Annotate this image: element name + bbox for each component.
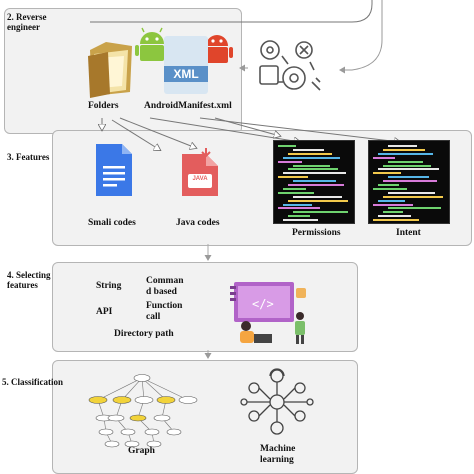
decompile-tools-icon xyxy=(259,40,321,91)
code-line xyxy=(293,148,324,151)
code-line xyxy=(278,176,308,179)
selecting-features-panel xyxy=(52,262,358,352)
code-line xyxy=(383,148,425,151)
code-line xyxy=(373,203,413,206)
code-line xyxy=(378,152,433,155)
developer-illustration: </> xyxy=(230,282,306,344)
manifest-label: AndroidManifest.xml xyxy=(144,101,232,111)
code-line xyxy=(388,176,429,179)
permissions-label: Permissions xyxy=(292,228,341,238)
code-line xyxy=(288,168,338,171)
code-line xyxy=(373,187,407,190)
stage-label-features: 3. Features xyxy=(7,152,50,162)
code-line xyxy=(293,211,348,214)
android-red-icon xyxy=(201,35,233,63)
code-line xyxy=(373,172,401,175)
code-line xyxy=(283,172,346,175)
code-line xyxy=(283,219,318,222)
function-call-label-line1: Function xyxy=(146,301,183,311)
code-line xyxy=(378,199,405,202)
code-line xyxy=(373,156,395,159)
code-line xyxy=(378,168,439,171)
command-based-label-line1: Comman xyxy=(146,276,184,286)
code-line xyxy=(278,191,314,194)
code-line xyxy=(383,180,437,183)
intent-code-screenshot xyxy=(368,140,450,224)
code-line xyxy=(283,187,306,190)
code-line xyxy=(288,199,348,202)
code-line xyxy=(288,184,344,186)
code-line xyxy=(388,207,441,210)
java-file-icon xyxy=(182,148,218,196)
machine-learning-icon xyxy=(240,368,314,435)
code-line xyxy=(278,207,320,210)
machine-learning-label-line2: learning xyxy=(260,455,294,465)
directory-path-label: Directory path xyxy=(114,329,174,339)
folders-label: Folders xyxy=(88,101,119,111)
machine-learning-label-line1: Machine xyxy=(260,444,296,454)
code-line xyxy=(383,164,431,167)
stage-label-selecting-features: 4. Selecting features xyxy=(7,270,51,290)
code-line xyxy=(388,160,423,163)
svg-text:</>: </> xyxy=(252,297,274,311)
smali-document-icon xyxy=(96,144,132,196)
code-line xyxy=(383,195,443,198)
intent-label: Intent xyxy=(396,228,421,238)
function-call-label-line2: call xyxy=(146,312,161,322)
android-green-icon xyxy=(135,27,169,61)
code-line xyxy=(293,164,330,167)
permissions-code-screenshot xyxy=(273,140,355,224)
api-feature-label: API xyxy=(96,307,113,317)
stage-label-reverse-engineer: 2. Reverse engineer xyxy=(7,12,47,32)
java-codes-label: Java codes xyxy=(176,218,220,228)
xml-badge: XML xyxy=(164,66,208,82)
graph-label: Graph xyxy=(128,446,155,456)
code-line xyxy=(378,184,399,186)
code-line xyxy=(278,160,302,163)
xml-file-icon: XML xyxy=(164,36,208,94)
code-line xyxy=(278,145,296,147)
stage-label-classification: 5. Classification xyxy=(2,377,64,387)
code-line xyxy=(373,219,419,222)
code-line xyxy=(388,145,417,147)
code-line xyxy=(283,203,312,206)
command-based-label-line2: d based xyxy=(146,287,177,297)
code-line xyxy=(293,195,342,198)
code-line xyxy=(283,156,340,159)
code-line xyxy=(388,191,435,194)
code-line xyxy=(288,152,332,155)
code-line xyxy=(383,211,403,214)
smali-codes-label: Smali codes xyxy=(88,218,136,228)
string-feature-label: String xyxy=(96,281,122,291)
code-line xyxy=(293,180,336,183)
java-icon-text: JAVA xyxy=(192,176,208,182)
code-line xyxy=(378,215,411,218)
code-line xyxy=(288,215,310,218)
folders-icon xyxy=(88,42,132,98)
call-graph-diagram xyxy=(88,374,198,448)
